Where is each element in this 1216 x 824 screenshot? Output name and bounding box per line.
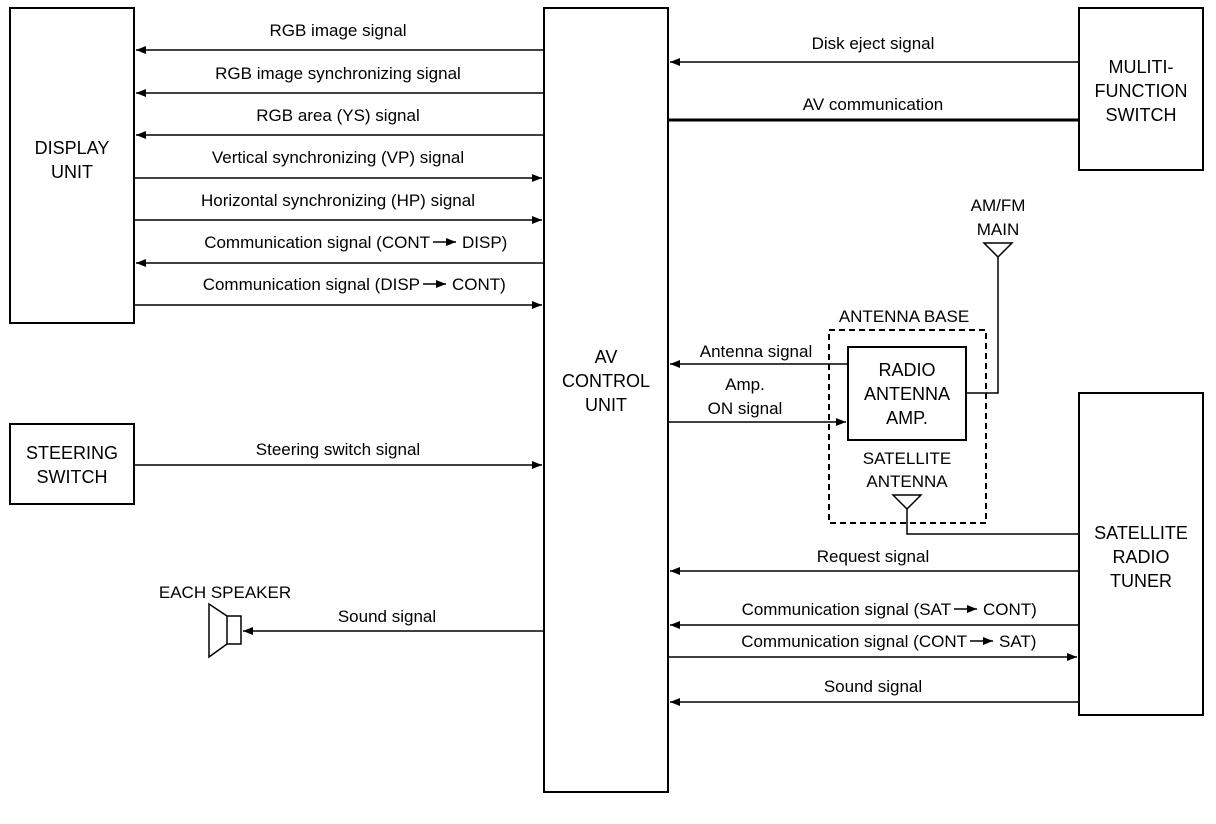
multifunction-switch-box: MULITI- FUNCTION SWITCH	[1078, 7, 1204, 171]
tuner-sound-signal-label: Sound signal	[824, 677, 922, 696]
satellite-antenna-label-line-2: ANTENNA	[866, 472, 948, 491]
satellite-antenna-label-line-1: SATELLITE	[863, 449, 952, 468]
satellite-radio-tuner-label-line-3: TUNER	[1110, 571, 1172, 591]
horizontal-sync-signal-label: Horizontal synchronizing (HP) signal	[201, 191, 475, 210]
multifunction-switch-label-line-2: FUNCTION	[1095, 81, 1188, 101]
av-control-unit-label-line-2: CONTROL	[562, 371, 650, 391]
am-fm-antenna-wire	[966, 257, 999, 394]
antenna-base-outline	[828, 329, 987, 524]
satellite-radio-tuner-label-line-1: SATELLITE	[1094, 523, 1188, 543]
satellite-antenna-icon	[891, 494, 923, 511]
av-communication-label: AV communication	[803, 95, 943, 114]
amp-on-signal-label-line-2: ON signal	[708, 399, 783, 418]
steering-switch-box: STEERING SWITCH	[9, 423, 135, 505]
rgb-area-signal-label: RGB area (YS) signal	[256, 106, 419, 125]
speaker-sound-signal-label: Sound signal	[338, 607, 436, 626]
av-control-unit-label-line-3: UNIT	[585, 395, 627, 415]
av-control-unit-box: AV CONTROL UNIT	[543, 7, 669, 793]
comm-cont-disp-signal-label: Communication signal (CONT DISP)	[204, 233, 507, 252]
comm-cont-sat-label-part-1: Communication signal (CONT	[741, 632, 967, 651]
am-fm-main-label-line-2: MAIN	[977, 220, 1020, 239]
multifunction-switch-label-line-3: SWITCH	[1106, 105, 1177, 125]
satellite-antenna-wire	[906, 509, 1079, 535]
request-signal-label: Request signal	[817, 547, 929, 566]
comm-disp-cont-signal-label: Communication signal (DISP CONT)	[203, 275, 506, 294]
antenna-signal-label: Antenna signal	[700, 342, 812, 361]
steering-switch-signal-label: Steering switch signal	[256, 440, 420, 459]
display-unit-label-line-2: UNIT	[51, 162, 93, 182]
satellite-radio-tuner-box: SATELLITE RADIO TUNER	[1078, 392, 1204, 716]
comm-sat-cont-signal-label: Communication signal (SAT CONT)	[742, 600, 1037, 619]
radio-antenna-amp-label-line-1: RADIO	[878, 360, 935, 380]
comm-cont-disp-label-part-2: DISP)	[462, 233, 507, 252]
am-fm-antenna-icon	[982, 242, 1014, 259]
rgb-image-signal-label: RGB image signal	[269, 21, 406, 40]
radio-antenna-amp-box: RADIO ANTENNA AMP.	[847, 346, 967, 441]
amp-on-signal-label-line-1: Amp.	[725, 375, 765, 394]
am-fm-main-label-line-1: AM/FM	[971, 196, 1026, 215]
steering-switch-label-line-1: STEERING	[26, 443, 118, 463]
rgb-sync-signal-label: RGB image synchronizing signal	[215, 64, 461, 83]
comm-sat-cont-label-part-1: Communication signal (SAT	[742, 600, 951, 619]
antenna-base-label: ANTENNA BASE	[839, 307, 969, 326]
display-unit-box: DISPLAY UNIT	[9, 7, 135, 324]
radio-antenna-amp-label-line-3: AMP.	[886, 408, 928, 428]
comm-disp-cont-label-part-1: Communication signal (DISP	[203, 275, 420, 294]
vertical-sync-signal-label: Vertical synchronizing (VP) signal	[212, 148, 464, 167]
comm-cont-sat-label-part-2: SAT)	[999, 632, 1036, 651]
display-unit-label-line-1: DISPLAY	[35, 138, 110, 158]
comm-sat-cont-label-part-2: CONT)	[983, 600, 1037, 619]
steering-switch-label-line-2: SWITCH	[37, 467, 108, 487]
comm-cont-disp-label-part-1: Communication signal (CONT	[204, 233, 430, 252]
comm-disp-cont-label-part-2: CONT)	[452, 275, 506, 294]
comm-cont-sat-signal-label: Communication signal (CONT SAT)	[741, 632, 1036, 651]
speaker-icon	[208, 602, 242, 659]
multifunction-switch-label-line-1: MULITI-	[1109, 57, 1174, 77]
disk-eject-signal-label: Disk eject signal	[812, 34, 935, 53]
satellite-radio-tuner-label-line-2: RADIO	[1112, 547, 1169, 567]
av-control-unit-label-line-1: AV	[595, 347, 618, 367]
radio-antenna-amp-label-line-2: ANTENNA	[864, 384, 950, 404]
each-speaker-label: EACH SPEAKER	[159, 583, 291, 602]
